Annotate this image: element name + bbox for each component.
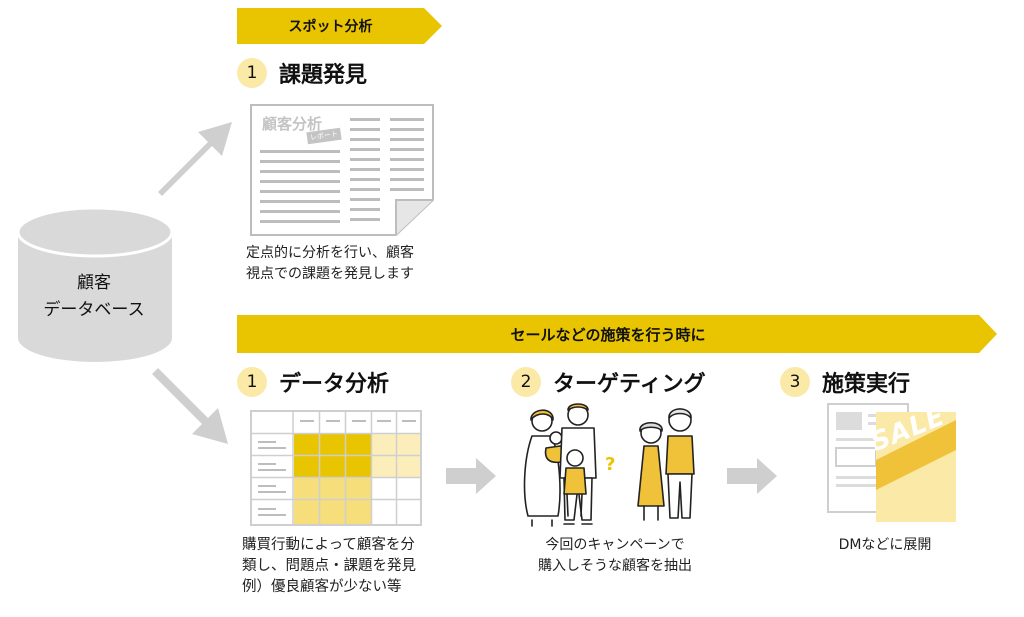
report-document-icon bbox=[250, 104, 434, 236]
step-1-number: 1 bbox=[237, 367, 267, 397]
database-label-line1: 顧客 bbox=[77, 273, 111, 293]
spot-caption-line2: 視点での課題を発見します bbox=[246, 266, 414, 282]
step-1-caption-line3: 例）優良顧客が少ない等 bbox=[242, 579, 402, 595]
step-2-title: ターゲティング bbox=[553, 372, 706, 397]
step-1-title: データ分析 bbox=[279, 372, 390, 397]
step-3-caption: DMなどに展開 bbox=[810, 535, 960, 556]
step-execution-heading: 3 施策実行 bbox=[780, 366, 910, 398]
spot-step-heading: 1 課題発見 bbox=[237, 57, 367, 89]
step-1-caption-line2: 類し、問題点・課題を発見 bbox=[242, 558, 416, 574]
step-1-caption-line1: 購買行動によって顧客を分 bbox=[242, 537, 415, 553]
spot-analysis-banner-label: スポット分析 bbox=[288, 19, 373, 35]
arrow-up-right-icon bbox=[158, 122, 232, 196]
spot-step-title: 課題発見 bbox=[279, 63, 368, 88]
spot-step-number: 1 bbox=[237, 58, 267, 88]
arrow-right-icon bbox=[727, 458, 777, 494]
step-2-caption: 今回のキャンペーンで 購入しそうな顧客を抽出 bbox=[520, 535, 710, 577]
step-3-number: 3 bbox=[780, 367, 810, 397]
family-people-icon bbox=[523, 403, 695, 527]
arrow-down-right-icon bbox=[152, 368, 228, 444]
step-data-analysis-heading: 1 データ分析 bbox=[237, 366, 389, 398]
spot-caption: 定点的に分析を行い、顧客 視点での課題を発見します bbox=[246, 243, 414, 285]
report-title: 顧客分析 bbox=[262, 115, 323, 133]
spot-analysis-banner: スポット分析 bbox=[237, 8, 442, 44]
step-2-number: 2 bbox=[511, 367, 541, 397]
database-cylinder-icon bbox=[16, 206, 174, 362]
arrow-right-icon bbox=[446, 458, 496, 494]
database-label: 顧客 データベース bbox=[15, 270, 173, 324]
step-2-caption-line1: 今回のキャンペーンで bbox=[545, 537, 685, 553]
step-3-caption-line1: DMなどに展開 bbox=[838, 537, 932, 553]
step-targeting-heading: 2 ターゲティング bbox=[511, 366, 706, 398]
sale-banner-label: セールなどの施策を行う時に bbox=[510, 325, 706, 344]
step-2-caption-line2: 購入しそうな顧客を抽出 bbox=[538, 558, 692, 574]
database-label-line2: データベース bbox=[43, 300, 145, 320]
sale-banner: セールなどの施策を行う時に bbox=[237, 315, 997, 353]
step-1-caption: 購買行動によって顧客を分 類し、問題点・課題を発見 例）優良顧客が少ない等 bbox=[242, 535, 416, 598]
spot-caption-line1: 定点的に分析を行い、顧客 bbox=[246, 245, 414, 261]
question-mark: ? bbox=[605, 454, 616, 475]
step-3-title: 施策実行 bbox=[822, 372, 911, 397]
data-grid-icon bbox=[250, 410, 422, 526]
sale-flyer-icon bbox=[827, 403, 956, 522]
